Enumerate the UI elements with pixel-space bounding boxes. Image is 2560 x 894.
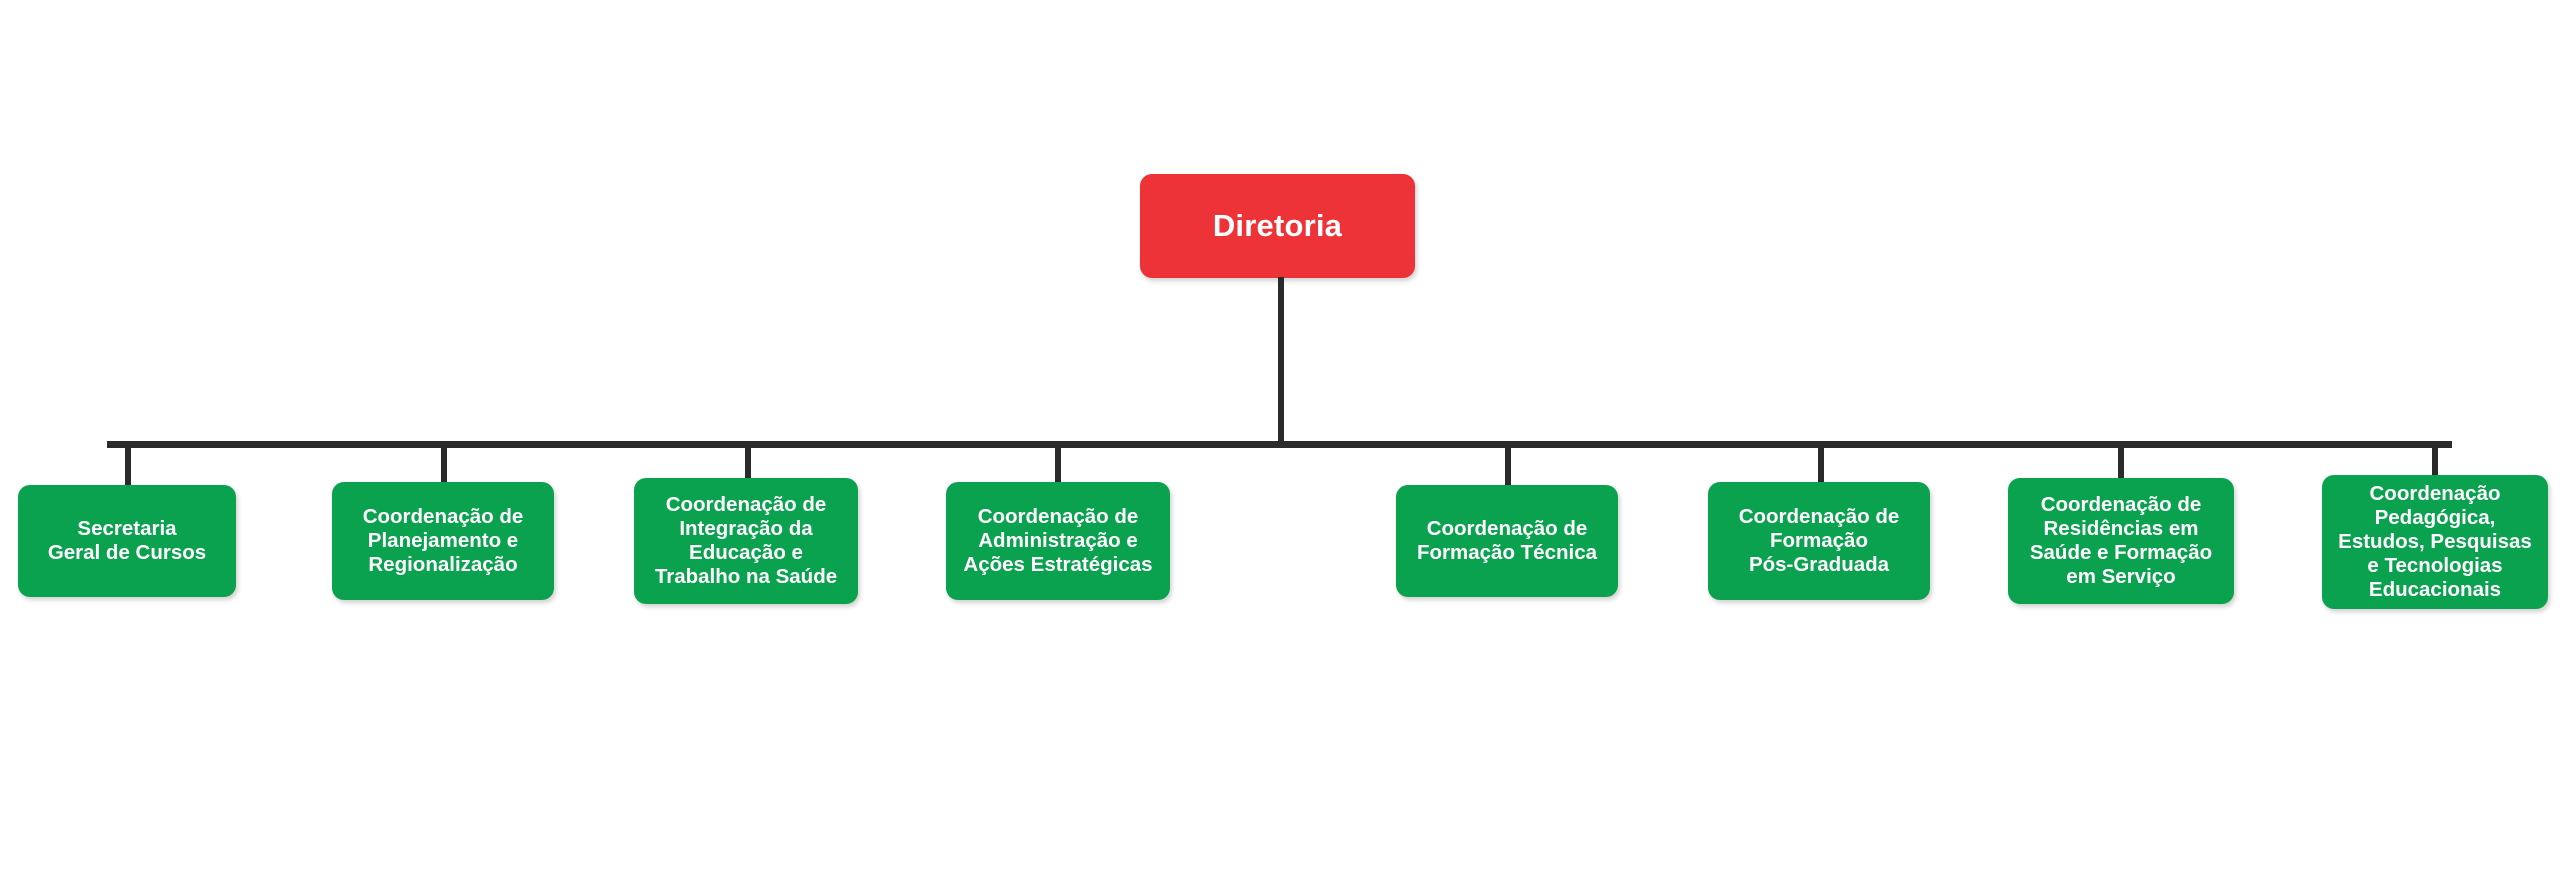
node-coordenacao-planejamento-regionalizacao[interactable]: Coordenação de Planejamento e Regionaliz…: [332, 482, 554, 600]
node-label-2: Coordenação de Planejamento e Regionaliz…: [362, 504, 524, 577]
connector-drop-4: [1055, 446, 1061, 486]
node-label-8: Coordenação Pedagógica, Estudos, Pesquis…: [2338, 481, 2532, 602]
connector-drop-5: [1505, 446, 1511, 486]
node-coordenacao-formacao-tecnica[interactable]: Coordenação de Formação Técnica: [1396, 485, 1618, 597]
connector-horizontal-bus: [107, 441, 2452, 448]
node-coordenacao-formacao-pos-graduada[interactable]: Coordenação de Formação Pós-Graduada: [1708, 482, 1930, 600]
node-label-6: Coordenação de Formação Pós-Graduada: [1738, 504, 1900, 577]
node-coordenacao-administracao-acoes-estrategicas[interactable]: Coordenação de Administração e Ações Est…: [946, 482, 1170, 600]
node-label-3: Coordenação de Integração da Educação e …: [654, 492, 838, 589]
connector-drop-3: [745, 446, 751, 484]
node-label-5: Coordenação de Formação Técnica: [1416, 516, 1597, 564]
node-diretoria-label: Diretoria: [1212, 208, 1343, 243]
connector-drop-8: [2432, 446, 2438, 481]
node-label-1: Secretaria Geral de Cursos: [47, 516, 207, 564]
connector-drop-6: [1818, 446, 1824, 486]
connector-drop-2: [441, 446, 447, 486]
connector-drop-1: [125, 446, 131, 486]
connector-root-stem: [1278, 277, 1284, 446]
node-coordenacao-integracao-educacao-trabalho-saude[interactable]: Coordenação de Integração da Educação e …: [634, 478, 858, 604]
node-label-4: Coordenação de Administração e Ações Est…: [963, 504, 1153, 577]
connector-drop-7: [2118, 446, 2124, 484]
node-diretoria[interactable]: Diretoria: [1140, 174, 1415, 278]
node-secretaria-geral-de-cursos[interactable]: Secretaria Geral de Cursos: [18, 485, 236, 597]
node-label-7: Coordenação de Residências em Saúde e Fo…: [2029, 492, 2213, 589]
node-coordenacao-pedagogica-estudos-pesquisas-tecnologias[interactable]: Coordenação Pedagógica, Estudos, Pesquis…: [2322, 475, 2548, 609]
node-coordenacao-residencias-saude-formacao-servico[interactable]: Coordenação de Residências em Saúde e Fo…: [2008, 478, 2234, 604]
